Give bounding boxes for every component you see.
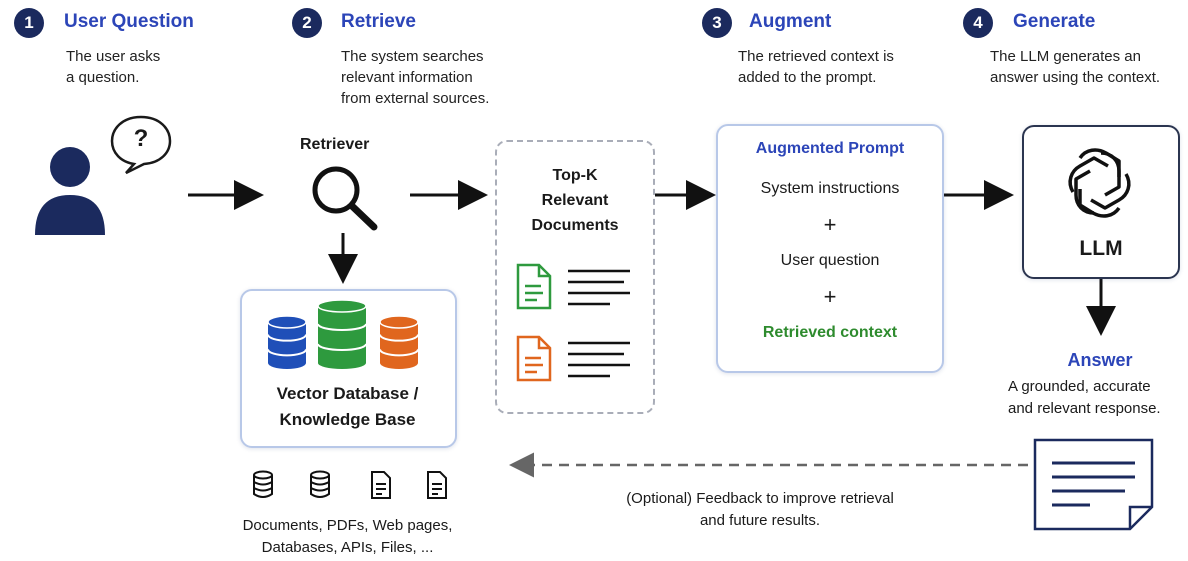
plus-sign: + bbox=[823, 284, 837, 309]
step-1-number: 1 bbox=[14, 8, 44, 38]
step-2-desc-line: The system searches bbox=[341, 48, 484, 65]
step-3-number: 3 bbox=[702, 8, 732, 38]
step-3-desc-line: added to the prompt. bbox=[738, 69, 877, 86]
question-mark: ? bbox=[133, 125, 149, 152]
answer-desc-line: and relevant response. bbox=[1008, 400, 1161, 417]
database-source-icon bbox=[310, 470, 330, 498]
file-source-icon bbox=[427, 471, 447, 499]
file-source-icon bbox=[371, 471, 391, 499]
step-4-desc-line: The LLM generates an bbox=[990, 48, 1141, 65]
step-2-desc-line: relevant information bbox=[341, 69, 473, 86]
step-4-description: The LLM generates an answer using the co… bbox=[990, 46, 1160, 88]
top-k-title-line: Documents bbox=[531, 217, 619, 234]
step-4-title: Generate bbox=[1013, 11, 1096, 32]
answer-desc-line: A grounded, accurate bbox=[1008, 378, 1151, 395]
sources-caption-line: Documents, PDFs, Web pages, bbox=[242, 517, 453, 534]
green-document-icon bbox=[516, 263, 552, 310]
step-4-desc-line: answer using the context. bbox=[990, 69, 1161, 86]
feedback-line: and future results. bbox=[699, 512, 821, 529]
vector-database-title-line: Knowledge Base bbox=[279, 410, 416, 429]
step-2-title: Retrieve bbox=[341, 11, 416, 32]
plus-sign: + bbox=[823, 212, 837, 237]
speech-bubble-icon bbox=[110, 115, 172, 175]
step-2-description: The system searches relevant information… bbox=[341, 46, 489, 109]
document-lines-icon bbox=[568, 341, 630, 378]
database-icons bbox=[267, 299, 419, 369]
step-1-description: The user asks a question. bbox=[66, 46, 160, 88]
top-k-title: Top-K Relevant Documents bbox=[495, 163, 655, 238]
step-1-desc-line: a question. bbox=[66, 69, 140, 86]
user-question-text: User question bbox=[780, 252, 880, 269]
answer-document-icon bbox=[1033, 438, 1154, 531]
llm-label: LLM bbox=[1079, 237, 1123, 260]
database-source-icon bbox=[253, 470, 273, 498]
step-3-desc-line: The retrieved context is bbox=[738, 48, 894, 65]
orange-document-icon bbox=[516, 335, 552, 382]
augmented-prompt-title: Augmented Prompt bbox=[755, 140, 905, 157]
step-3-title: Augment bbox=[749, 11, 832, 32]
step-2-desc-line: from external sources. bbox=[341, 90, 490, 107]
database-cylinder-icon bbox=[317, 299, 367, 369]
feedback-line: (Optional) Feedback to improve retrieval bbox=[626, 490, 894, 507]
magnifier-icon bbox=[312, 166, 378, 231]
augmented-prompt-box bbox=[716, 124, 944, 373]
step-4-number: 4 bbox=[963, 8, 993, 38]
retriever-label: Retriever bbox=[300, 136, 370, 153]
feedback-text: (Optional) Feedback to improve retrieval… bbox=[570, 488, 950, 532]
step-2-number: 2 bbox=[292, 8, 322, 38]
openai-logo-icon bbox=[1068, 148, 1131, 218]
sources-caption: Documents, PDFs, Web pages, Databases, A… bbox=[225, 515, 470, 559]
database-cylinder-icon bbox=[267, 315, 307, 369]
document-lines-icon bbox=[568, 269, 630, 306]
user-icon bbox=[35, 147, 105, 235]
top-k-title-line: Relevant bbox=[541, 192, 609, 209]
step-1-title: User Question bbox=[64, 11, 194, 32]
answer-title: Answer bbox=[1067, 350, 1133, 370]
database-cylinder-icon bbox=[379, 315, 419, 369]
sources-caption-line: Databases, APIs, Files, ... bbox=[261, 539, 434, 556]
step-3-description: The retrieved context is added to the pr… bbox=[738, 46, 894, 88]
system-instructions-text: System instructions bbox=[760, 180, 900, 197]
step-1-desc-line: The user asks bbox=[66, 48, 161, 65]
vector-database-title: Vector Database / Knowledge Base bbox=[240, 381, 455, 433]
vector-database-title-line: Vector Database / bbox=[276, 384, 419, 403]
top-k-title-line: Top-K bbox=[552, 167, 598, 184]
retrieved-context-text: Retrieved context bbox=[762, 324, 898, 341]
answer-description: A grounded, accurate and relevant respon… bbox=[1008, 376, 1188, 420]
